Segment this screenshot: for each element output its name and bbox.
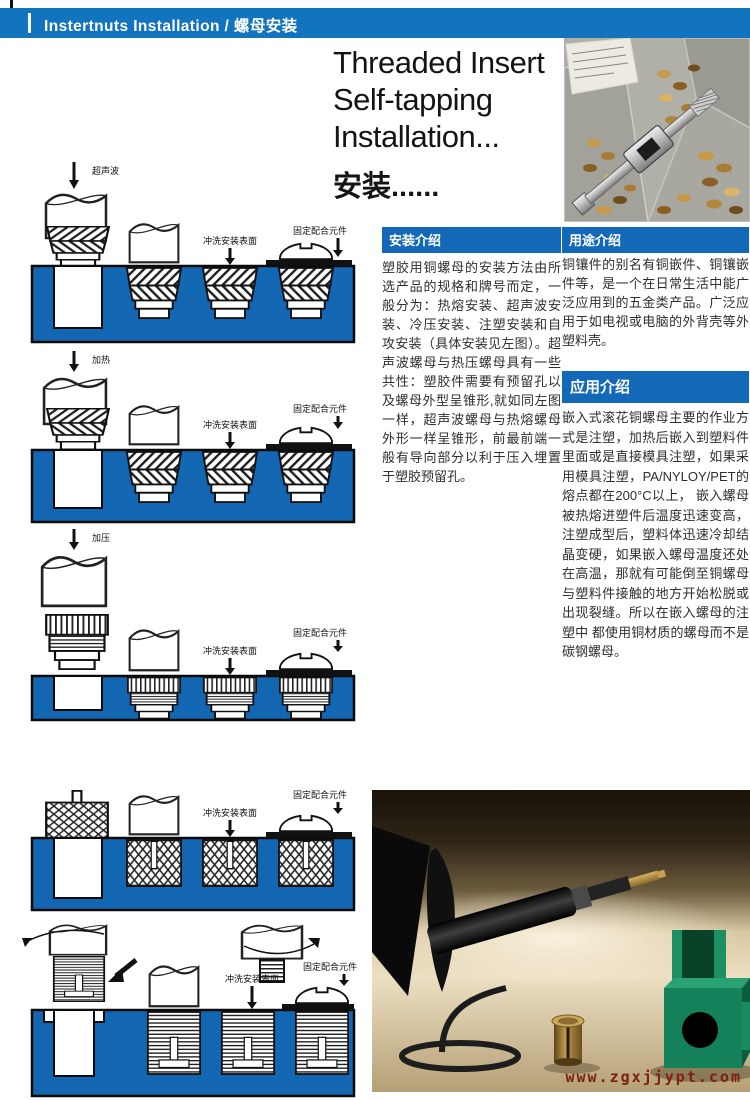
- fixing-plate: [266, 260, 352, 266]
- application-intro-body: 嵌入式滚花铜螺母主要的作业方式是注塑，加热后嵌入到塑料件里面或是直接模具注塑，如…: [562, 410, 749, 659]
- screw-head: [278, 426, 334, 444]
- surface-label: 冲洗安装表面: [225, 973, 279, 984]
- header-tick: [28, 13, 31, 33]
- component-label: 固定配合元件: [293, 403, 347, 414]
- usage-intro-box: 用途介绍 铜镶件的别名有铜嵌件、铜镶嵌件等，是一个在日常生活中能广泛应用到的五金…: [562, 227, 749, 350]
- page-title: Instertnuts Installation / 螺母安装: [44, 18, 298, 35]
- screw-head: [278, 242, 334, 260]
- hero-line-2: Self-tapping: [333, 82, 493, 117]
- floating-insert: [46, 226, 110, 268]
- diagram-knurl: 冲洗安装表面 固定配合元件: [30, 789, 356, 912]
- press-label: 加压: [92, 533, 110, 543]
- component-label: 固定配合元件: [293, 627, 347, 638]
- watermark: www.zgxjjypt.com: [566, 1068, 743, 1086]
- component-label: 固定配合元件: [293, 789, 347, 800]
- tap-wrench: [571, 87, 721, 216]
- component-label: 固定配合元件: [303, 961, 357, 972]
- fixing-plate: [266, 670, 352, 676]
- application-intro-box: 应用介绍 嵌入式滚花铜螺母主要的作业方式是注塑，加热后嵌入到塑料件里面或是直接模…: [562, 371, 749, 662]
- install-intro-box: 安装介绍 塑胶用铜螺母的安装方法由所选产品的规格和牌号而定，一般分为：热熔安装、…: [382, 227, 561, 486]
- fixing-plate: [266, 444, 352, 450]
- screw-head: [294, 986, 350, 1004]
- application-intro-heading: 应用介绍: [562, 371, 749, 403]
- fixing-plate: [282, 1004, 354, 1010]
- component-label: 固定配合元件: [293, 225, 347, 236]
- hero-line-1: Threaded Insert: [333, 45, 545, 80]
- inserts-box-photo: [564, 38, 750, 222]
- ultrasonic-label: 超声波: [92, 165, 119, 176]
- diagram-heat: 加热 冲洗安装表面 固定配合元件: [30, 351, 356, 524]
- floating-insert: [46, 408, 110, 450]
- diagram-selftap: 冲洗安装表面 固定配合元件: [22, 924, 357, 1098]
- floating-insert: [45, 614, 109, 670]
- usage-intro-heading: 用途介绍: [562, 227, 749, 253]
- usage-intro-body: 铜镶件的别名有铜嵌件、铜镶嵌件等，是一个在日常生活中能广泛应用到的五金类产品。广…: [562, 257, 749, 348]
- page-header: Instertnuts Installation / 螺母安装: [0, 8, 750, 38]
- tap-driver: [48, 924, 108, 956]
- hero-title: Threaded Insert Self-tapping Installatio…: [333, 44, 573, 205]
- press-horn: [40, 556, 108, 608]
- green-part: [650, 930, 750, 1082]
- floating-insert: [45, 790, 109, 840]
- floating-screw-insert: [52, 956, 106, 1002]
- hero-line-3: Installation...: [333, 119, 500, 154]
- install-intro-body: 塑胶用铜螺母的安装方法由所选产品的规格和牌号而定，一般分为：热熔安装、超声波安装…: [382, 260, 561, 484]
- diagram-press: 加压 冲洗安装表面 固定配合元件: [30, 529, 356, 722]
- fixing-plate: [266, 832, 352, 838]
- heat-tool-silhouette: [372, 826, 667, 1072]
- surface-label: 冲洗安装表面: [203, 807, 257, 818]
- brass-insert: [544, 1014, 600, 1074]
- surface-label: 冲洗安装表面: [203, 645, 257, 656]
- install-intro-heading: 安装介绍: [382, 227, 561, 253]
- heat-tool-photo: www.zgxjjypt.com: [372, 790, 750, 1092]
- diagram-ultrasonic: 超声波 冲洗安装表面 固定配合元件: [30, 162, 356, 344]
- surface-label: 冲洗安装表面: [203, 419, 257, 430]
- screw-head: [278, 652, 334, 670]
- hero-line-4: 安装......: [333, 171, 440, 203]
- heat-label: 加热: [92, 354, 110, 365]
- surface-label: 冲洗安装表面: [203, 235, 257, 246]
- screw-head: [278, 814, 334, 832]
